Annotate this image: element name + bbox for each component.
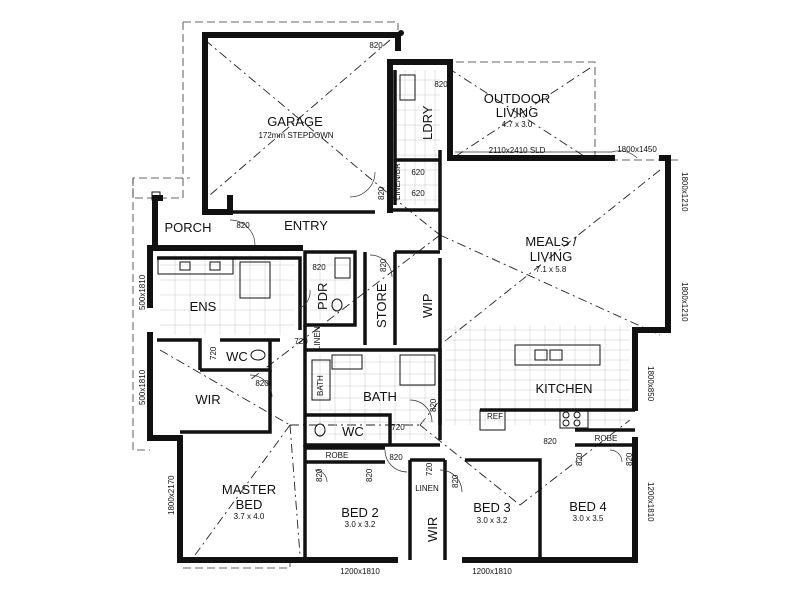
wc-label-1: WC [226,349,248,364]
door-dim: 820 [575,452,584,466]
door-dim: 620 [411,189,425,198]
master-label-1: MASTER [222,482,276,497]
door-dim: 820 [389,453,403,462]
door-dim: 820 [236,221,250,230]
outdoor-label-1: OUTDOOR [484,91,550,106]
room-labels: GARAGE 172mm STEPDOWN OUTDOOR LIVING 4.7… [165,91,618,542]
door-dim: 820 [379,258,388,272]
fridge-space [479,409,506,431]
robe-label-1: ROBE [326,451,349,460]
outdoor-label-2: LIVING [496,105,539,120]
kitchen-label: KITCHEN [535,381,592,396]
meals-size: 7.1 x 5.8 [536,265,567,274]
window-dim: 1800x1210 [680,172,689,212]
window-dim: 1800x850 [646,366,655,402]
porch-label: PORCH [165,220,212,235]
ref-label: REF [487,412,503,421]
master-size: 3.7 x 4.0 [234,512,265,521]
window-dim: 1800x2170 [167,475,176,515]
meals-label-1: MEALS / [525,234,577,249]
bed2-size: 3.0 x 3.2 [345,520,376,529]
door-dim: 620 [411,168,425,177]
ensuite-label: ENS [190,299,217,314]
window-dim: 1200x1810 [646,482,655,522]
door-dim: 820 [543,437,557,446]
pdr-label: PDR [315,283,330,310]
door-dim: 820 [315,468,324,482]
window-dim: 1200x1810 [340,567,380,576]
toilet [250,349,266,361]
ensuite-vanity [157,257,234,275]
bed3-size: 3.0 x 3.2 [477,516,508,525]
door-dim: 720 [425,462,434,476]
bathtub-label: BATH [316,375,325,396]
laundry-label: LDRY [420,105,435,140]
pdr-toilet [331,298,343,312]
door-dim: 820 [312,263,326,272]
kitchen-island [514,344,601,366]
door-dim: 820 [434,80,448,89]
door-dim: 820 [377,186,386,200]
door-swings [229,150,638,493]
window-dim: 2110x2410 SLD [489,146,546,155]
bath-label: BATH [363,389,397,404]
bathtub [311,359,331,401]
door-dim: 720 [294,337,308,346]
robe-label-2: ROBE [595,434,618,443]
window-dim: 1800x1210 [680,282,689,322]
cooktop [559,409,589,429]
outdoor-size: 4.7 x 3.0 [502,120,533,129]
door-dim: 720 [391,423,405,432]
dimension-labels: 820 820 820 620 620 820 820 820 720 720 … [138,41,689,576]
linen-br-label: LINEN/BR [393,163,402,200]
window-dim: 500x1810 [138,274,147,310]
bed2-label: BED 2 [341,505,379,520]
window-dim: 500x1810 [138,369,147,405]
linen-label-2: LINEN [313,326,322,350]
meals-label-2: LIVING [530,249,573,264]
door-dim: 820 [369,41,383,50]
master-label-2: BED [236,497,263,512]
door-dim: 820 [451,474,460,488]
wir-label-2: WIR [425,517,440,542]
garage-label: GARAGE [267,114,323,129]
toilet-2 [314,423,326,437]
bed4-label: BED 4 [569,499,607,514]
door-dim: 820 [429,398,438,412]
window-dim: 1800x1450 [617,145,657,154]
entry-label: ENTRY [284,218,328,233]
bath-shower [399,354,436,386]
external-walls [147,32,671,563]
fixtures [151,74,601,437]
shower [239,261,271,299]
internal-walls [157,70,635,560]
door-dim: 820 [365,468,374,482]
bed3-label: BED 3 [473,500,511,515]
garage-note: 172mm STEPDOWN [258,131,333,140]
bed4-size: 3.0 x 3.5 [573,514,604,523]
door-dim: 820 [255,379,269,388]
store-label: STORE [374,283,389,328]
door-dim: 820 [625,452,634,466]
floor-tiles [160,70,630,440]
door-dim: 720 [209,346,218,360]
wc-label-2: WC [342,424,364,439]
wip-label: WIP [420,293,435,318]
meter-box-icon [398,30,404,36]
linen-label-3: LINEN [415,484,439,493]
window-dim: 1200x1810 [472,567,512,576]
wir-label-1: WIR [195,392,220,407]
